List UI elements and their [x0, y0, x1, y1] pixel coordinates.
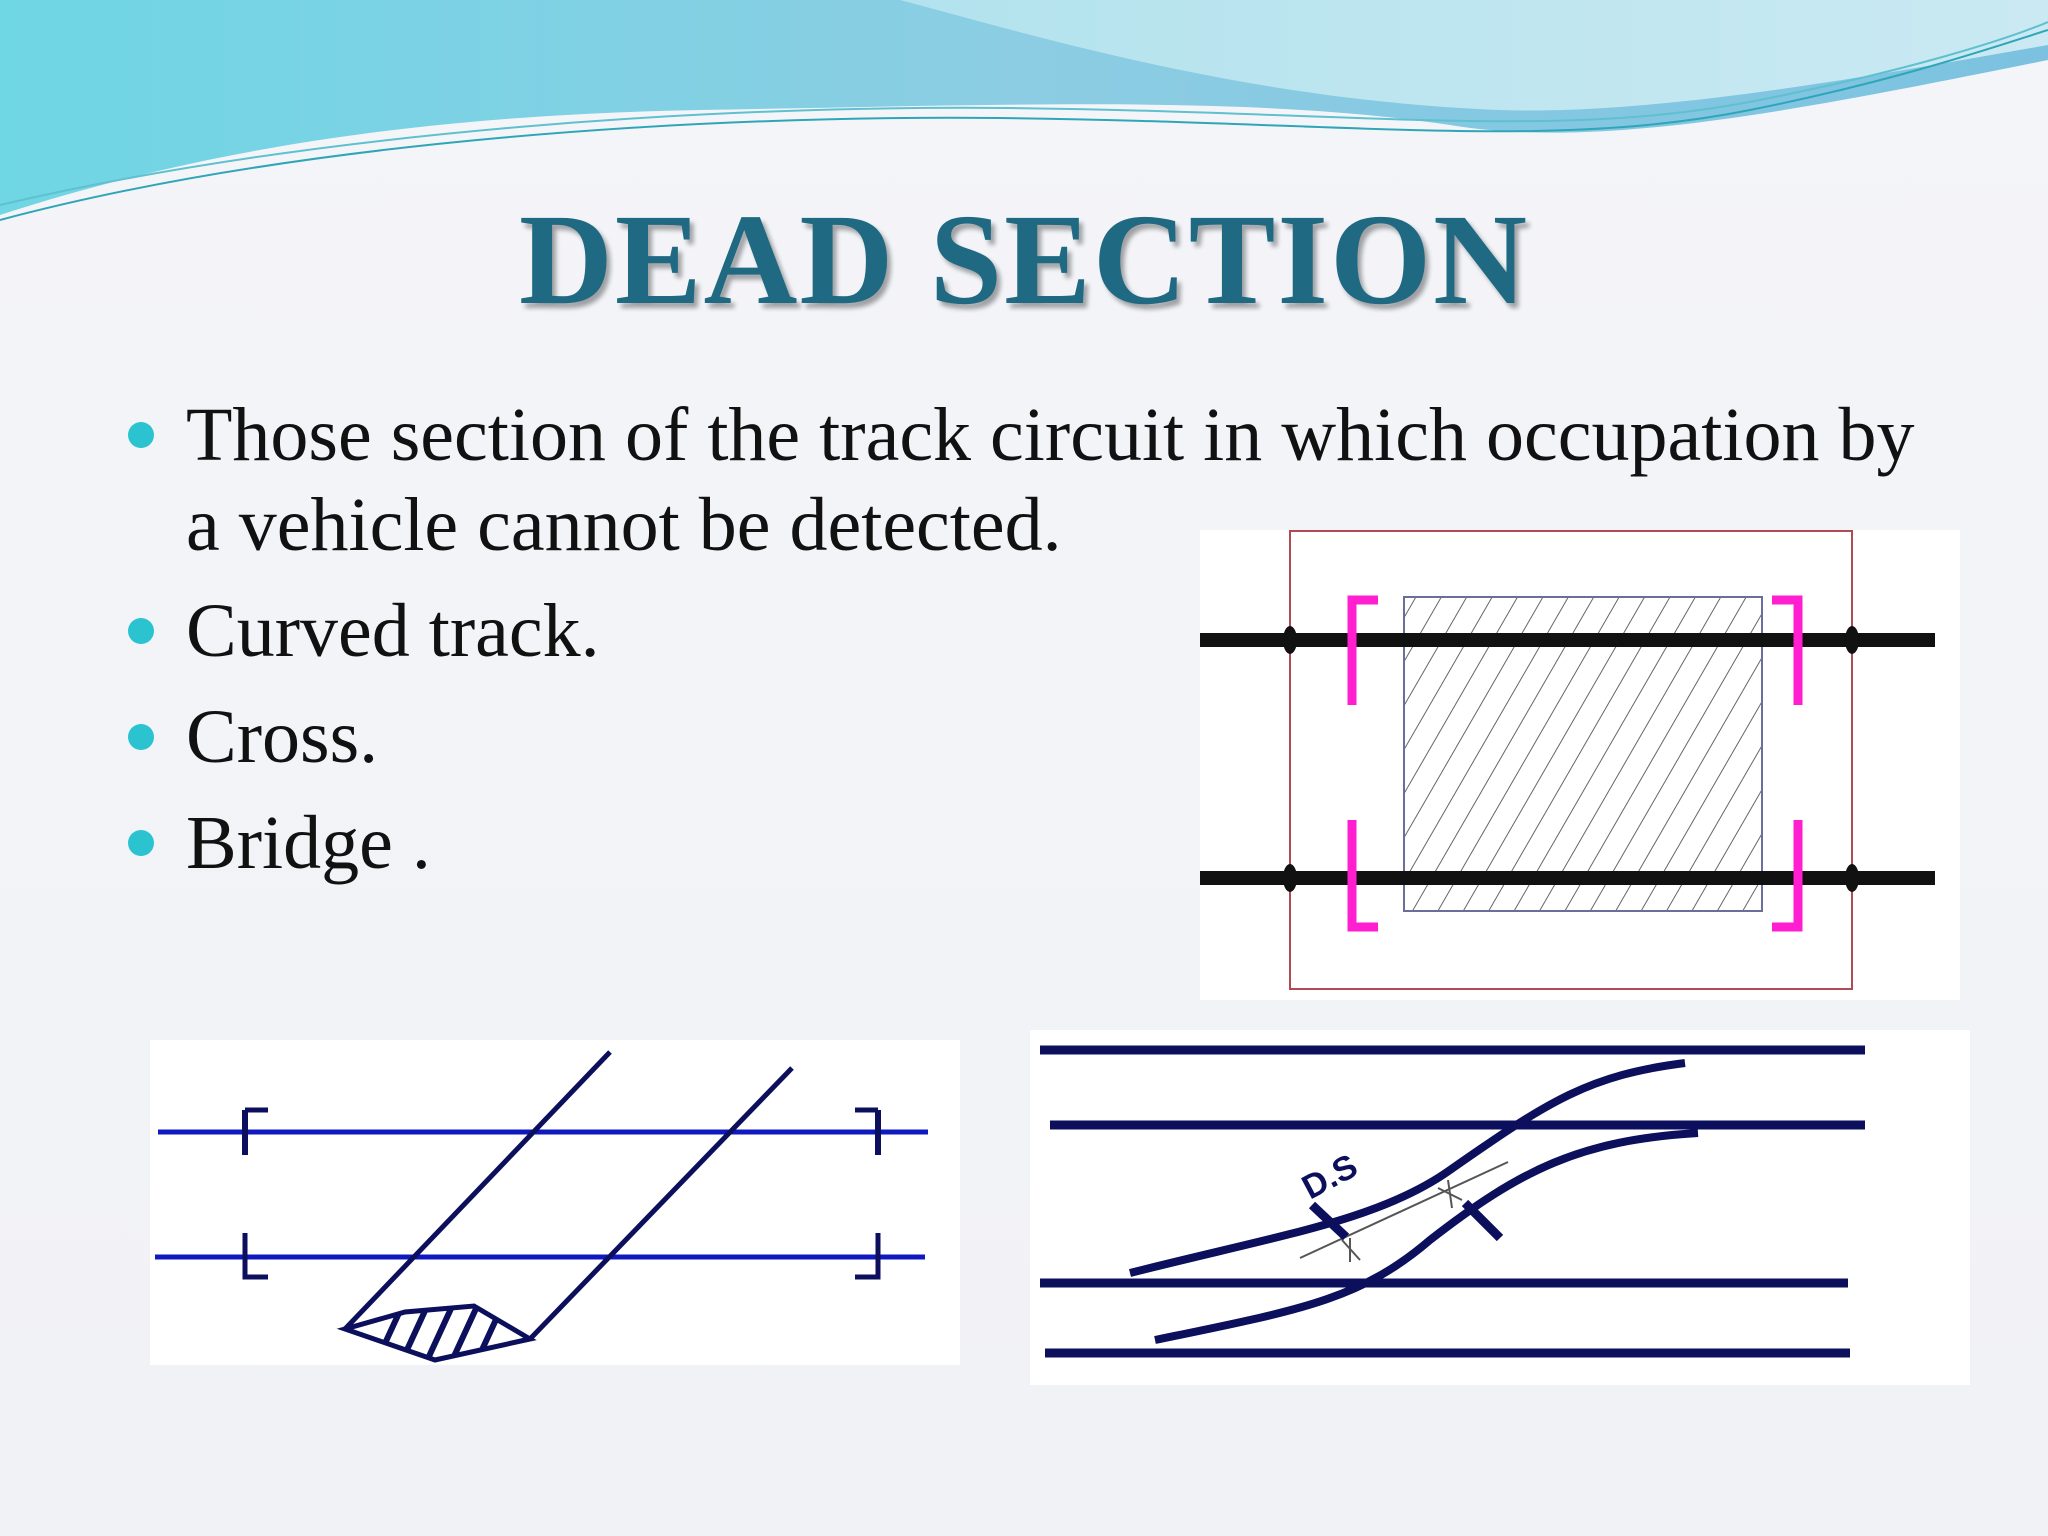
slide-title: DEAD SECTION: [518, 188, 1530, 332]
insulated-joint-marker: [1308, 1201, 1350, 1241]
bracket-bottom-left: [1347, 820, 1378, 932]
hatched-bridge-area: [1403, 596, 1763, 912]
bullet-dot-icon: [128, 830, 154, 856]
curved-track-diagram: [150, 1040, 960, 1365]
bracket-left-lower: [242, 1233, 268, 1280]
dimension-tick: [1437, 1187, 1463, 1201]
dimension-tick: [1341, 1239, 1361, 1261]
bracket-right-lower: [855, 1233, 881, 1280]
rail-joint: [1283, 864, 1297, 892]
bullet-text: Bridge .: [186, 801, 431, 885]
insulated-joint-marker: [1461, 1199, 1504, 1242]
bullet-list: Those section of the track circuit in wh…: [128, 390, 1928, 904]
bullet-dot-icon: [128, 724, 154, 750]
dimension-line: [1299, 1161, 1509, 1259]
rail-joint: [1283, 626, 1297, 654]
rail-joint: [1845, 626, 1859, 654]
bullet-dot-icon: [128, 618, 154, 644]
bullet-item: Those section of the track circuit in wh…: [128, 390, 1928, 570]
bridge-dead-section-diagram: [1200, 530, 1960, 1000]
outer-frame: [1289, 530, 1853, 990]
bullet-text: Curved track.: [186, 589, 600, 673]
crossover-curve-lower: [1154, 1129, 1699, 1344]
bullet-item: Bridge .: [128, 798, 1928, 888]
dead-section-label: D.S: [1296, 1147, 1364, 1207]
crossover-diagram: D.S: [1030, 1030, 1970, 1385]
bracket-top-left: [1347, 595, 1378, 705]
bullet-dot-icon: [128, 422, 154, 448]
bullet-text: Those section of the track circuit in wh…: [186, 393, 1915, 567]
rail-joint: [1845, 864, 1859, 892]
header-wave-decoration: [0, 0, 2048, 221]
bullet-item: Curved track.: [128, 586, 1928, 676]
crossover-curve-upper: [1129, 1059, 1686, 1277]
bullet-item: Cross.: [128, 692, 1928, 782]
bullet-text: Cross.: [186, 695, 379, 779]
bracket-bottom-right: [1772, 820, 1803, 932]
diagonal-rail-left: [343, 1050, 612, 1331]
bracket-top-right: [1772, 595, 1803, 705]
diagonal-rail-right: [528, 1066, 794, 1341]
